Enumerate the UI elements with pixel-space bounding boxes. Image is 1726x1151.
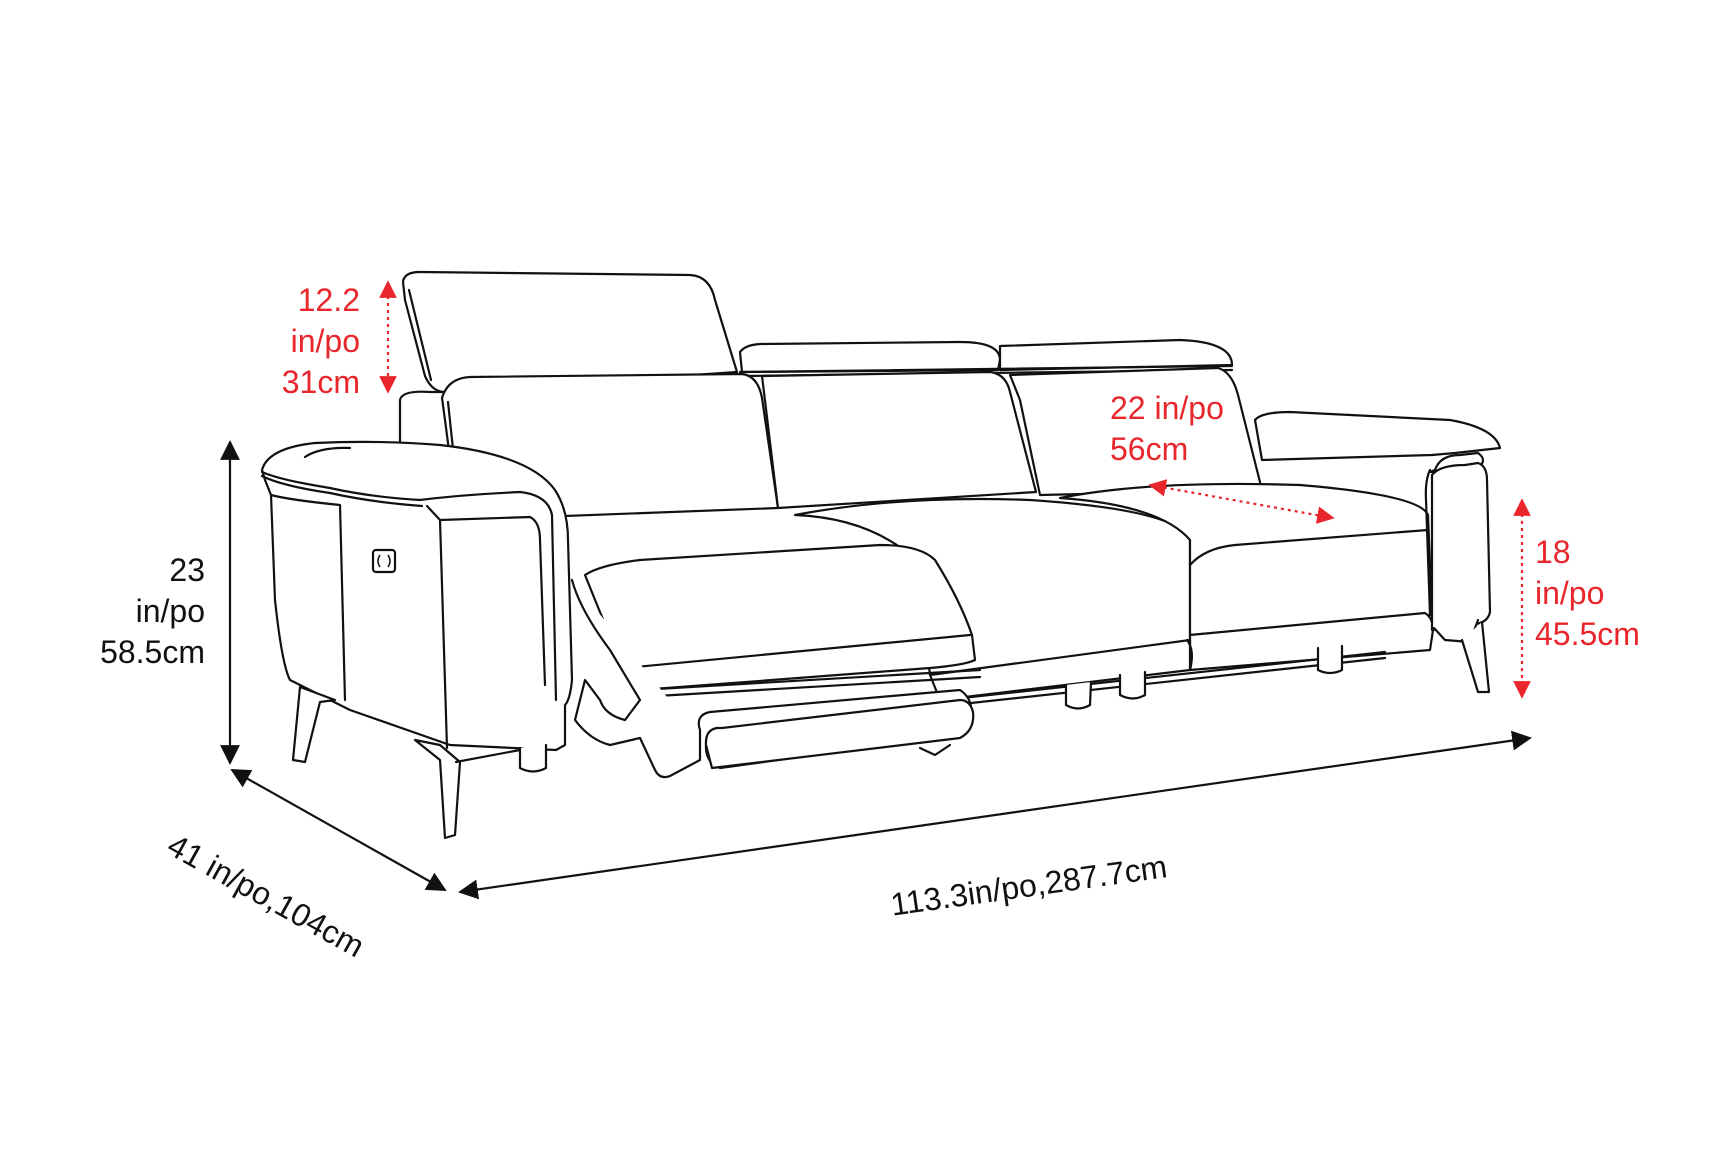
arm-height-unit: in/po: [135, 593, 205, 629]
dimension-lines-red: [379, 280, 1531, 699]
seat-cushions: [793, 482, 1435, 710]
arm-height-value-cm: 58.5cm: [100, 634, 205, 670]
dimension-lines-black: [220, 440, 1532, 900]
arm-height-value-in: 23: [169, 552, 205, 588]
headrest-lift-label: 12.2 in/po 31cm: [250, 280, 360, 403]
headrest-lift-value-in: 12.2: [297, 282, 360, 318]
seat-height-value-in: 18: [1535, 534, 1571, 570]
headrest-lift-unit: in/po: [290, 323, 360, 359]
raised-headrest: [401, 270, 739, 394]
depth-arrow: [230, 769, 447, 891]
seat-depth-arrow: [1148, 479, 1335, 524]
seat-depth-value-cm: 56cm: [1110, 431, 1189, 467]
seat-height-unit: in/po: [1535, 575, 1605, 611]
headrest-lift-value-cm: 31cm: [281, 364, 360, 400]
right-arm: [1424, 451, 1492, 694]
seat-height-value-cm: 45.5cm: [1535, 616, 1640, 652]
left-arm: [260, 440, 574, 840]
reclined-seat-footrest: [570, 543, 982, 779]
arm-height-label: 23 in/po 58.5cm: [80, 550, 205, 673]
seat-height-label: 18 in/po 45.5cm: [1535, 532, 1640, 655]
power-recline-button: [371, 548, 397, 574]
seat-depth-value-in: 22 in/po: [1110, 390, 1224, 426]
width-arrow: [458, 730, 1532, 900]
seat-depth-label: 22 in/po 56cm: [1110, 388, 1224, 470]
